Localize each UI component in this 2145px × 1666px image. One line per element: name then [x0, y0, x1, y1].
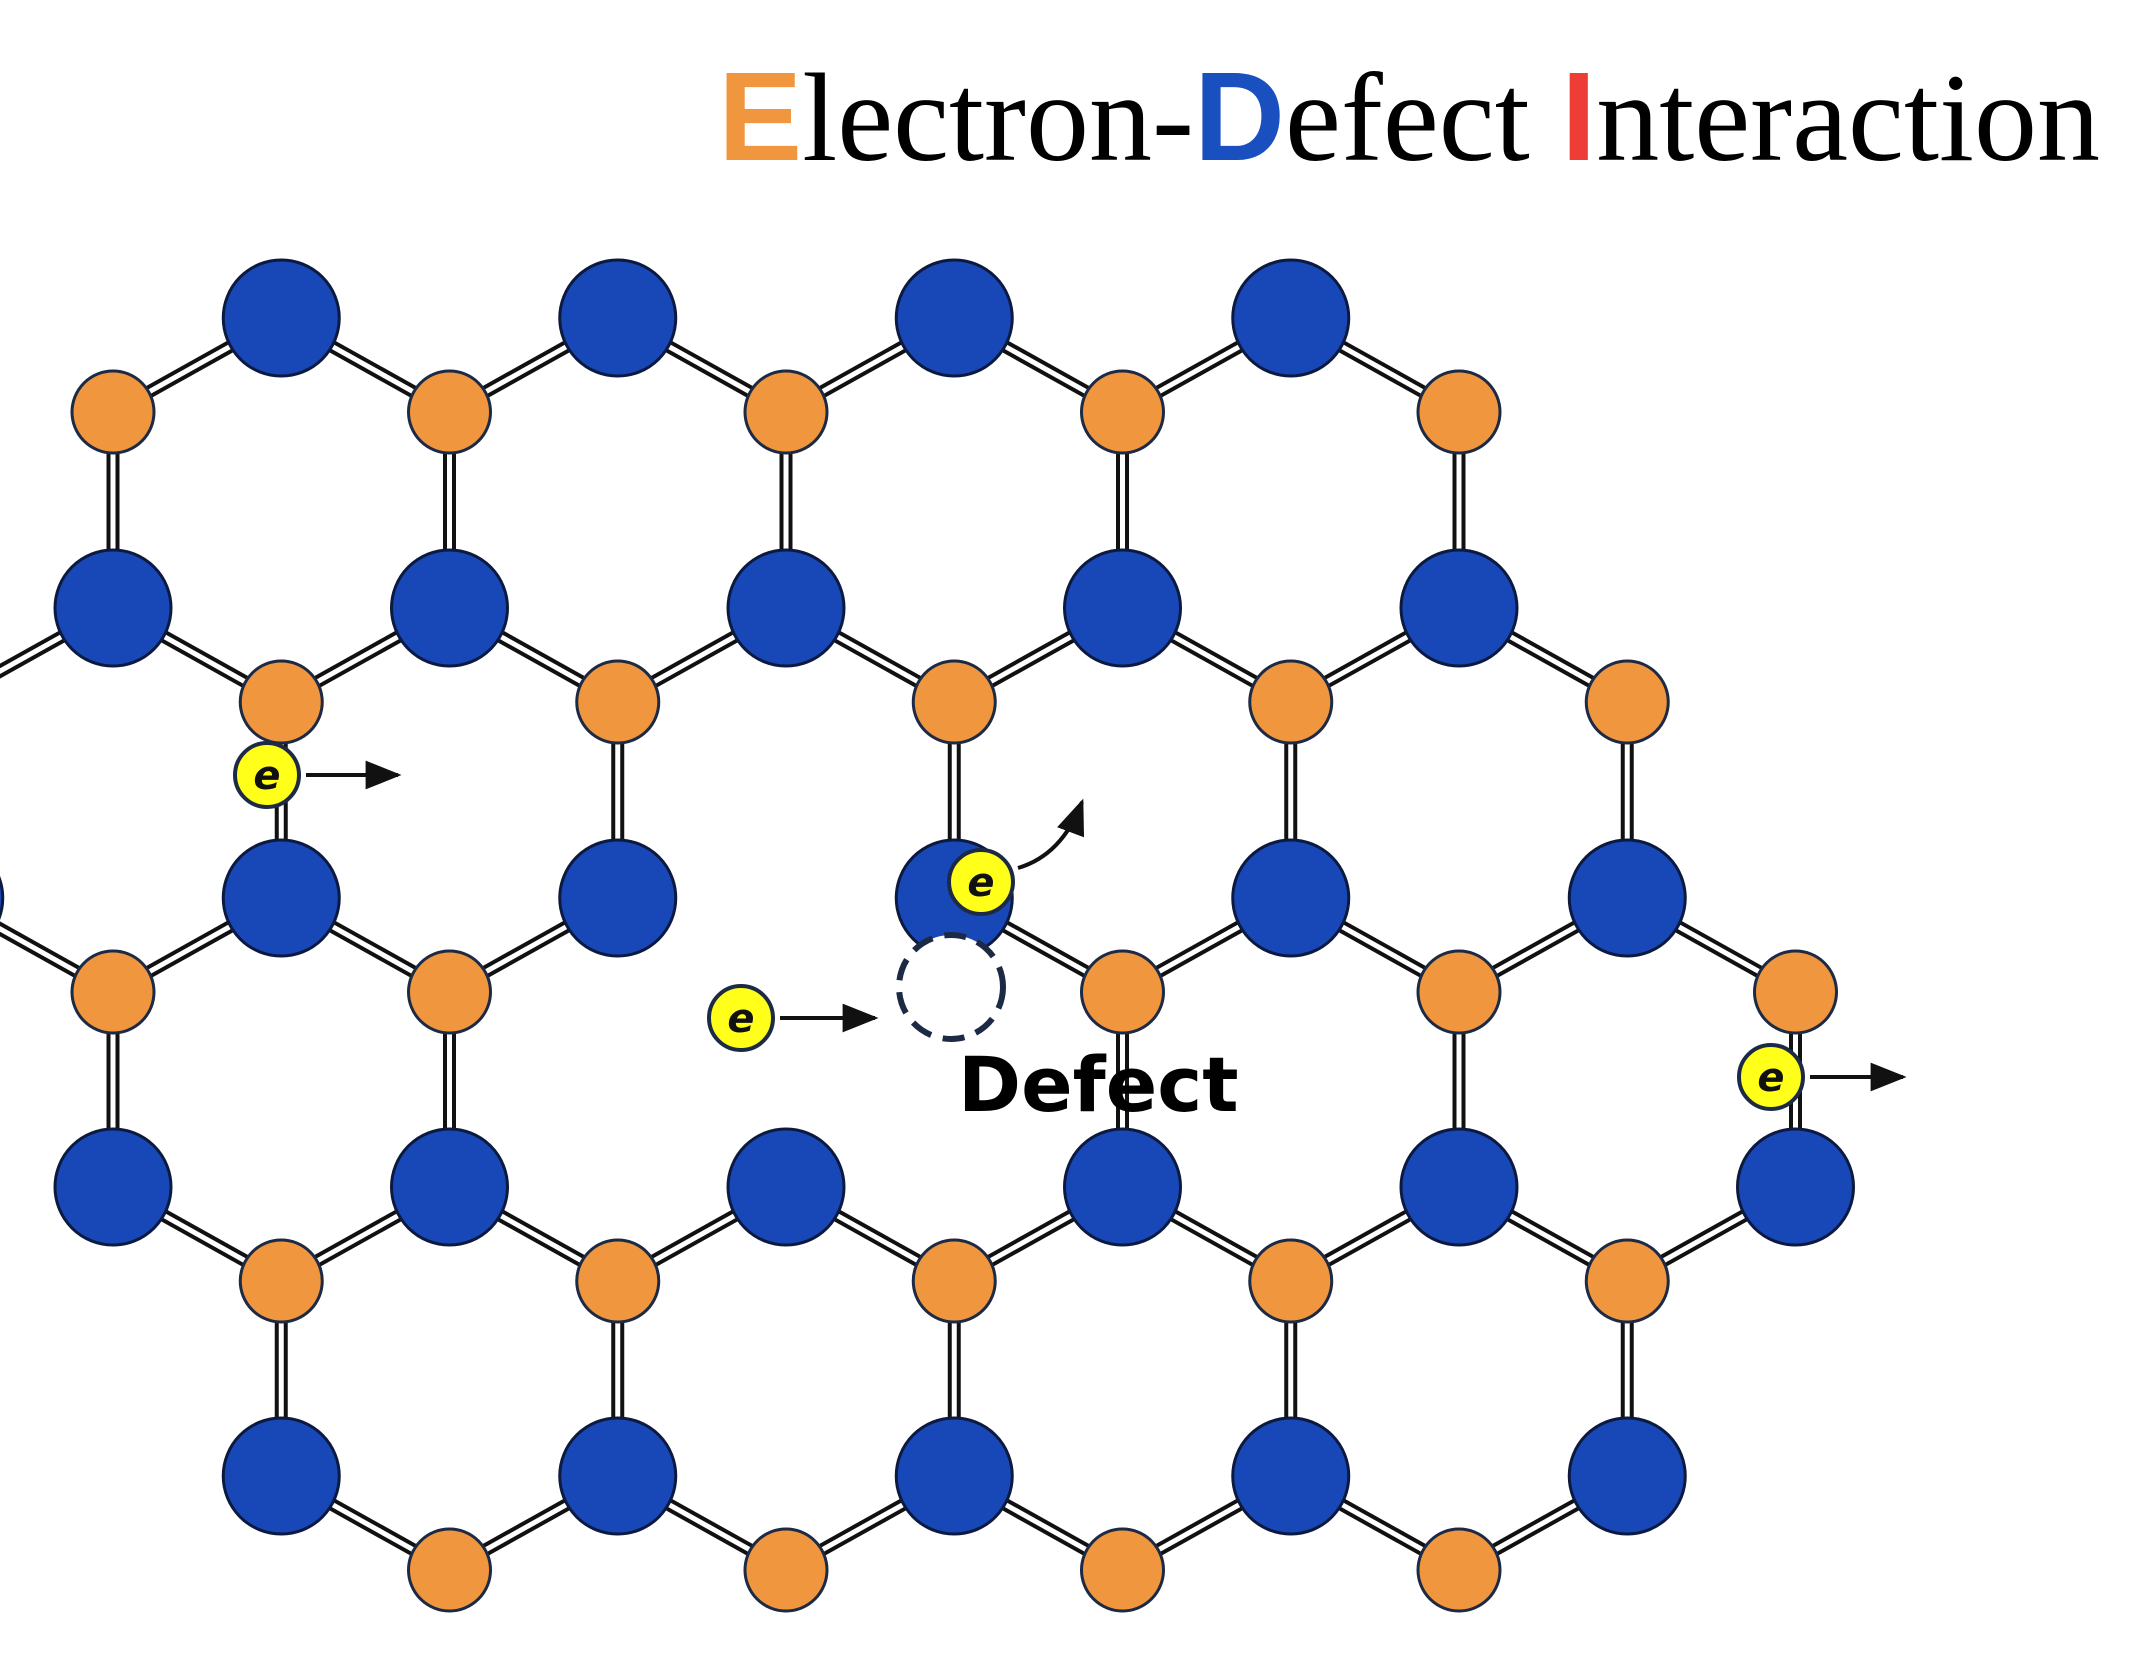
atom-orange	[1416, 369, 1502, 455]
title-cap-d: D	[1194, 46, 1285, 187]
atom-orange	[1248, 659, 1334, 745]
electron-symbol: e	[967, 860, 994, 906]
atom-orange	[70, 949, 156, 1035]
atom-blue	[53, 1127, 173, 1247]
atom-blue	[726, 548, 846, 668]
atom-orange	[1080, 1527, 1165, 1613]
atom-blue	[221, 1416, 341, 1536]
atom-blue	[390, 548, 509, 668]
atom-blue	[1063, 1127, 1182, 1247]
atoms-layer	[0, 258, 1855, 1613]
electron-arrow	[1017, 798, 1085, 870]
atom-blue	[1567, 1416, 1687, 1536]
atom-blue	[1231, 1416, 1351, 1536]
atom-blue	[390, 1127, 509, 1247]
electron-symbol: e	[253, 753, 280, 799]
atom-orange	[1753, 949, 1838, 1035]
electron	[707, 984, 775, 1052]
atom-blue	[558, 838, 678, 958]
atom-blue	[0, 875, 5, 921]
atom-orange	[407, 369, 492, 455]
atom-orange	[238, 1238, 324, 1324]
electron-symbol: e	[727, 996, 754, 1042]
atom-orange	[743, 369, 829, 455]
atom-orange	[743, 1527, 829, 1613]
electron	[947, 848, 1015, 916]
atom-orange	[575, 1238, 661, 1324]
atom-blue	[726, 1127, 846, 1247]
defect-label: Defect	[958, 1040, 1239, 1129]
atom-blue	[558, 1416, 678, 1536]
electron	[1737, 1043, 1805, 1111]
title-cap-e: E	[718, 46, 802, 187]
diagram-title: Electron-Defect Interaction	[718, 46, 2100, 188]
atom-blue	[221, 258, 341, 378]
atom-blue	[1399, 548, 1519, 668]
atom-orange	[1584, 1238, 1670, 1324]
atom-orange	[238, 659, 324, 745]
electron-symbol: e	[1757, 1055, 1784, 1101]
atom-blue	[53, 548, 173, 668]
atom-orange	[911, 1238, 997, 1324]
atom-blue	[1231, 838, 1351, 958]
electron	[233, 741, 301, 809]
electrons-layer: e e e e	[233, 741, 1907, 1111]
atom-blue	[1567, 838, 1687, 958]
atom-blue	[894, 1416, 1014, 1536]
atom-orange	[911, 659, 997, 745]
atom-orange	[1080, 369, 1165, 455]
atom-orange	[407, 949, 492, 1035]
atom-orange	[1584, 659, 1670, 745]
atom-orange	[1248, 1238, 1334, 1324]
vacancy-defect	[896, 932, 1006, 1042]
atom-orange	[407, 1527, 492, 1613]
atom-blue	[1231, 258, 1351, 378]
atom-blue	[1399, 1127, 1519, 1247]
atom-orange	[70, 369, 156, 455]
title-rest-i: nteraction	[1596, 49, 2100, 188]
atom-blue	[221, 838, 341, 958]
atom-blue	[1063, 548, 1182, 668]
atom-blue	[558, 258, 678, 378]
atom-orange	[1416, 1527, 1502, 1613]
atom-orange	[1080, 949, 1165, 1035]
atom-blue	[1736, 1127, 1855, 1247]
title-rest-d: efect	[1285, 49, 1561, 188]
title-rest-e: lectron-	[802, 49, 1194, 188]
atom-blue	[894, 258, 1014, 378]
atom-orange	[1416, 949, 1502, 1035]
title-cap-i: I	[1561, 46, 1596, 187]
atom-orange	[575, 659, 661, 745]
